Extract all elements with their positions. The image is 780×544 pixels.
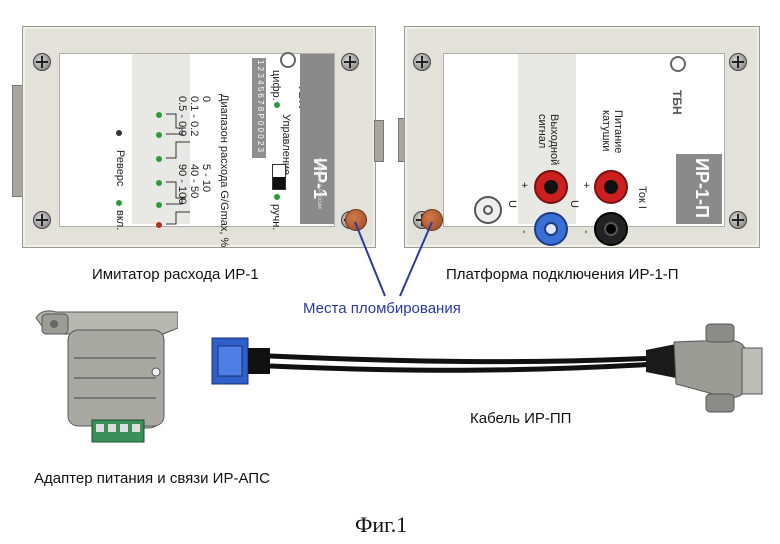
adapter-caption: Адаптер питания и связи ИР-АПС [34, 470, 270, 487]
figure-label: Фиг.1 [355, 512, 407, 538]
sealing-caption: Места пломбирования [303, 300, 461, 317]
adapter-image [28, 300, 178, 448]
cable-caption: Кабель ИР-ПП [470, 410, 571, 427]
cable-image [206, 318, 766, 418]
